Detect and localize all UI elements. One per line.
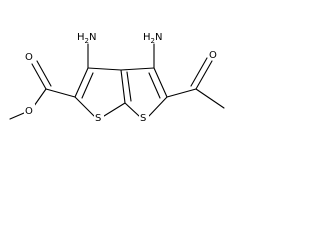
bond-c2-s1: [74, 96, 95, 117]
amine-right-subscript: 2: [151, 37, 155, 45]
bond-set: [9, 43, 225, 120]
bond-c3a-c3: [87, 67, 122, 71]
amine-left-n: N: [89, 32, 96, 43]
amine-left-label: H2N: [77, 32, 96, 45]
bond-s6-c7a: [124, 102, 140, 117]
bond-ester-c-o-single: [33, 88, 47, 107]
bond-acetyl-c-o: [195, 60, 213, 90]
bond-acetyl-c-methyl: [195, 88, 225, 109]
amine-left-subscript: 2: [85, 37, 89, 45]
bond-ester-c-o-double: [31, 63, 47, 90]
bond-ester-o-methyl: [9, 112, 25, 120]
atom-labels: H2N H2N S S O O O: [24, 29, 219, 124]
bond-c3-c2: [74, 67, 89, 98]
amine-left-h: H: [77, 32, 85, 43]
bond-c3-c2-double: [81, 72, 94, 99]
ketone-oxygen-label: O: [209, 50, 217, 61]
bond-s1-c7a: [103, 102, 126, 117]
bond-c3a-c4: [120, 67, 155, 71]
ester-carbonyl-oxygen-label: O: [25, 52, 33, 63]
amine-right-label: H2N: [143, 32, 162, 45]
bond-ester-c-o-double2: [36, 60, 52, 87]
sulfur-left-label: S: [95, 113, 101, 124]
bond-c5-acetyl-c: [166, 88, 197, 98]
molecule-structure: H2N H2N S S O O O: [9, 29, 225, 124]
bond-acetyl-c-o-double: [190, 57, 208, 87]
sulfur-right-label: S: [140, 113, 146, 124]
amine-right-h: H: [143, 32, 151, 43]
bond-c5-s6: [148, 96, 168, 117]
ester-ether-oxygen-label: O: [25, 106, 33, 117]
amine-right-n: N: [155, 32, 162, 43]
bond-c2-ester-c: [45, 88, 76, 98]
bond-c3a-c7a-double: [126, 71, 132, 102]
bond-c4-c5-double: [148, 72, 161, 99]
bond-c3a-c7a: [120, 69, 126, 104]
bond-c4-c5: [153, 67, 168, 98]
